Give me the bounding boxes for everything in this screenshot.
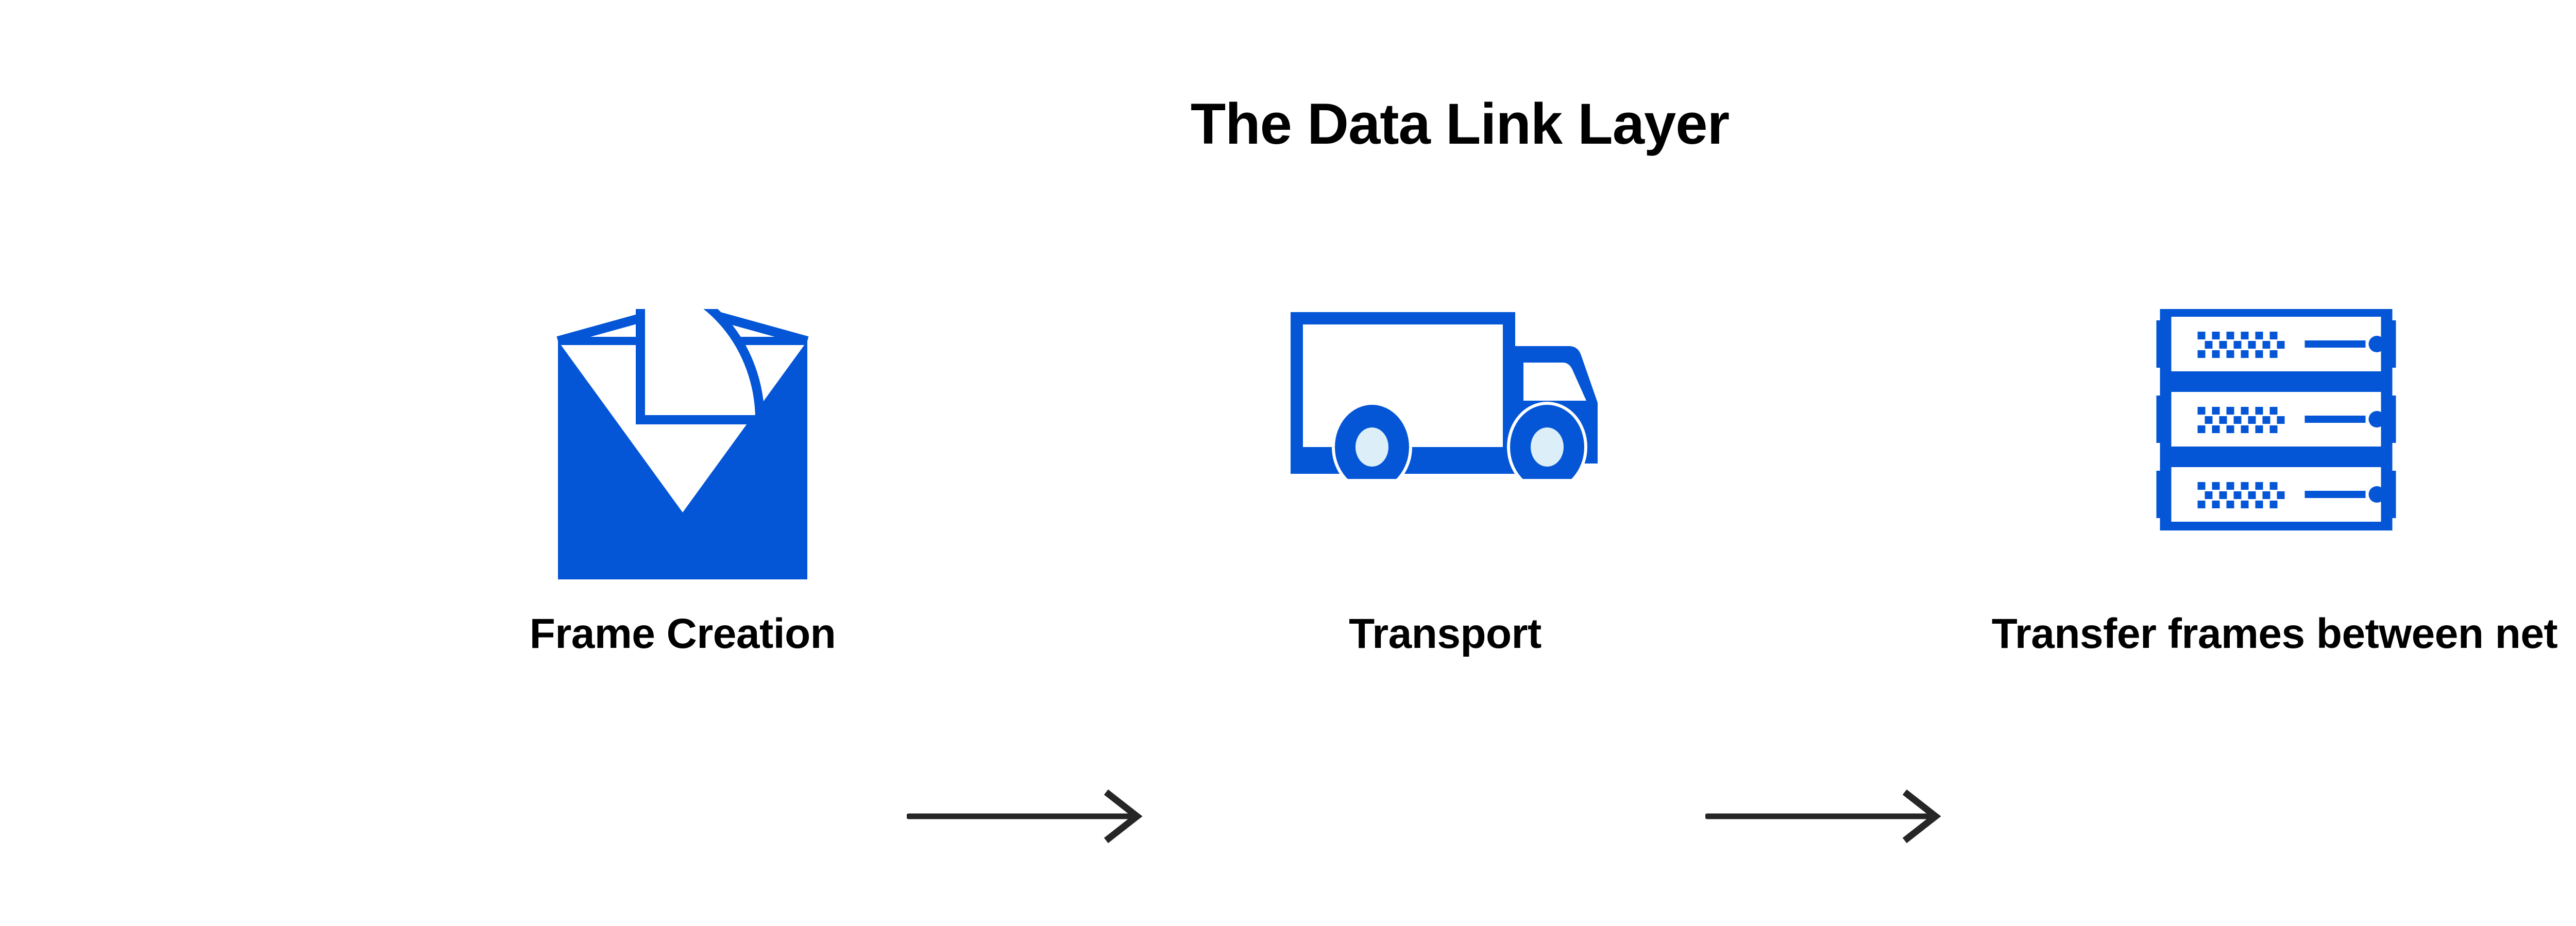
server-rack-icon [2156, 309, 2396, 533]
arrow-right-icon [1704, 788, 1942, 845]
page-title: The Data Link Layer [1190, 92, 1730, 156]
open-envelope-icon [554, 276, 811, 585]
delivery-truck-icon [1291, 309, 1600, 492]
flow-diagram: Frame Creation [0, 276, 2576, 844]
flow-stage-transport[interactable]: Transport [1291, 309, 1600, 655]
flow-stage-label-transport: Transport [1349, 610, 1541, 657]
flow-stage-label-transfer: Transfer frames between net [1991, 610, 2558, 657]
arrow-right-icon [906, 788, 1144, 845]
flow-stage-transfer[interactable]: Transfer frames between net [1992, 309, 2558, 655]
flow-stage-label-frame-creation: Frame Creation [529, 610, 836, 657]
flow-stage-frame-creation[interactable]: Frame Creation [530, 276, 836, 655]
